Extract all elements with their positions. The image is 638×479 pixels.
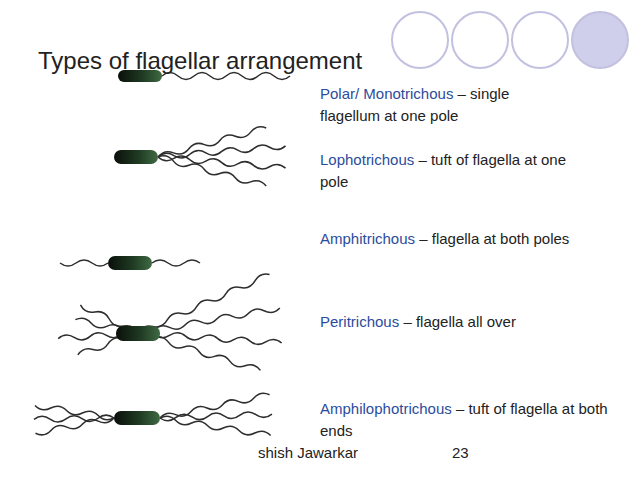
arrangement-description: Amphitrichous– flagella at both poles: [320, 228, 575, 250]
arrangement-term: Lophotrichous: [320, 151, 414, 168]
arrangement-description: Peritrichous– flagella all over: [320, 311, 610, 333]
arrangement-term: Polar/ Monotrichous: [320, 85, 453, 102]
arrangement-description: Polar/ Monotrichous– single flagellum at…: [320, 83, 560, 127]
flagella: [34, 73, 290, 439]
arrangement-definition: – flagella at both poles: [419, 230, 569, 247]
arrangement-definition: – flagella all over: [403, 313, 516, 330]
arrangement-term: Amphitrichous: [320, 230, 415, 247]
arrangement-term: Amphilophotrichous: [320, 400, 452, 417]
slide-number: 23: [452, 443, 469, 463]
arrangement-description: Lophotrichous– tuft of flagella at one p…: [320, 149, 595, 193]
author-footer: shish Jawarkar: [258, 443, 358, 463]
slide-title: Types of flagellar arrangement: [38, 47, 362, 75]
decor-circles: [392, 12, 628, 68]
arrangement-term: Peritrichous: [320, 313, 399, 330]
bacterial-rods: [108, 70, 162, 425]
arrangement-description: Amphilophotrichous– tuft of flagella at …: [320, 398, 615, 442]
